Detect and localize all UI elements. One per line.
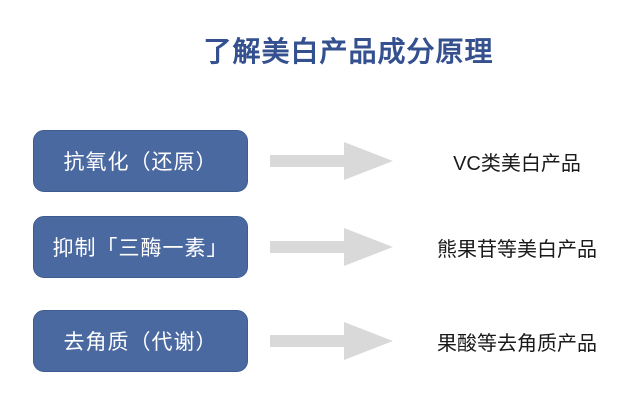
arrow-right-icon [270,322,393,360]
arrow-right-icon [270,228,393,266]
product-label: 果酸等去角质产品 [437,332,597,355]
product-label: 熊果苷等美白产品 [437,238,597,261]
arrow-right-icon [270,142,393,180]
mechanism-box: 抗氧化（还原） [33,130,248,192]
mechanism-box: 去角质（代谢） [33,310,248,372]
diagram-row-exfoliation: 去角质（代谢） 果酸等去角质产品 [33,310,641,372]
mechanism-label: 抑制「三酶一素」 [52,237,229,260]
mechanism-label: 去角质（代谢） [63,331,218,354]
page-title: 了解美白产品成分原理 [203,36,494,67]
mechanism-box: 抑制「三酶一素」 [33,216,248,278]
product-label: VC类美白产品 [453,152,581,175]
mechanism-label: 抗氧化（还原） [63,151,218,174]
diagram-row-antioxidant: 抗氧化（还原） VC类美白产品 [33,130,641,192]
diagram-row-enzyme-inhibition: 抑制「三酶一素」 熊果苷等美白产品 [33,216,641,278]
